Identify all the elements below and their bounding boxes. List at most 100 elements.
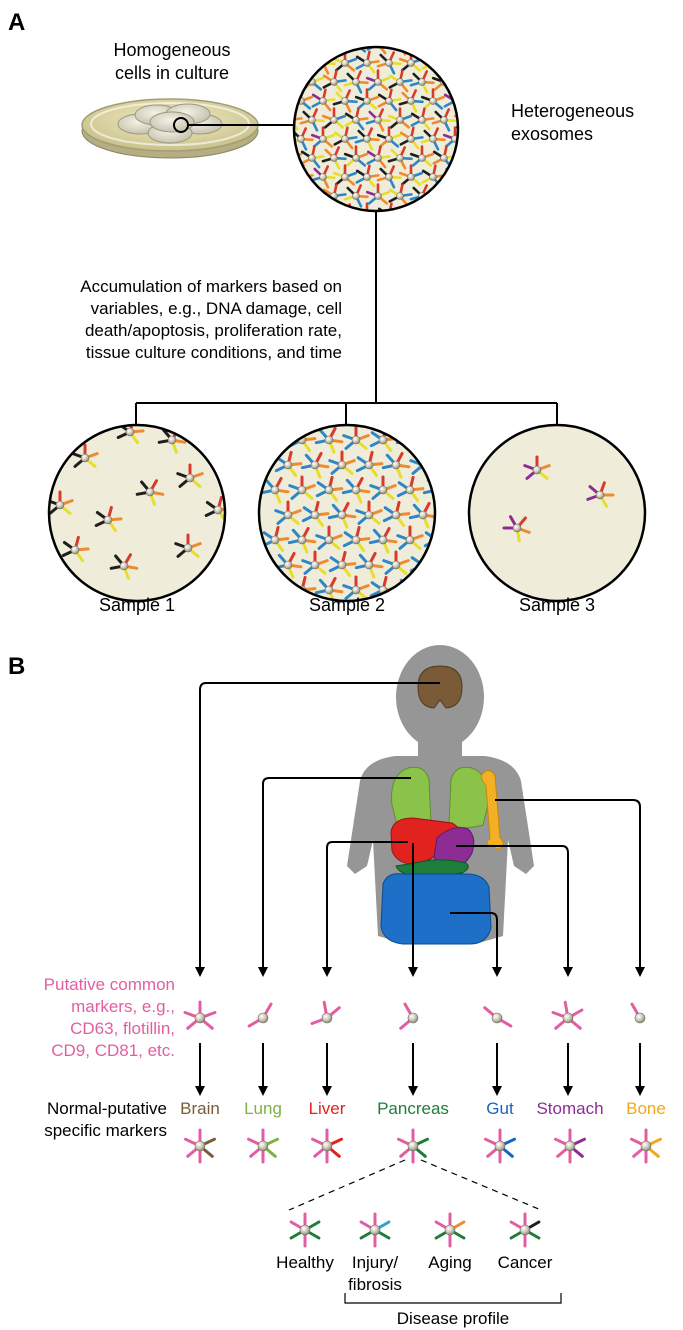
exosome-icon [423, 584, 435, 600]
exosome-icon [420, 127, 446, 151]
exosome-icon [294, 50, 314, 74]
exosome-icon [382, 550, 410, 575]
exosome-icon [294, 70, 303, 94]
pancreas-profile-fan [288, 1159, 542, 1211]
exosome-icon [354, 552, 384, 579]
accumulation-text-line3: death/apoptosis, proliferation rate, [85, 321, 342, 340]
common-markers-line2: markers, e.g., [71, 997, 175, 1016]
organ-specific-exosome-icon [311, 1128, 343, 1164]
exosome-icon [355, 450, 384, 477]
exosome-icon [261, 575, 289, 600]
exosome-icon [327, 502, 357, 529]
exosome-icon [586, 481, 615, 508]
exosome-icon [94, 505, 123, 533]
exosome-icon [466, 91, 489, 112]
exosome-icon [299, 108, 325, 132]
exosome-icon [287, 527, 317, 554]
exosome-icon [174, 533, 202, 558]
exosome-icon [365, 183, 391, 205]
exosome-icon [388, 183, 413, 207]
exosome-icon [396, 525, 424, 550]
exosome-icon [261, 525, 290, 552]
exosome-icon [355, 164, 380, 188]
exosome-icon [333, 126, 358, 150]
exosome-icon [273, 552, 303, 579]
organ-specific-exosome-icon [484, 1128, 516, 1164]
exosome-icon [410, 107, 435, 131]
exosome-icon [409, 145, 435, 167]
exosome-icon [354, 202, 380, 211]
stomach-connector [456, 845, 573, 977]
common-markers-line1: Putative common [44, 975, 175, 994]
exosome-icon [294, 202, 314, 211]
exosome-icon [355, 50, 380, 74]
exosome-icon [382, 500, 411, 527]
exosome-icon [453, 47, 458, 49]
exosome-icon [420, 88, 446, 110]
common-marker-exosome-icon [551, 1000, 584, 1030]
specific-markers-line2: specific markers [44, 1121, 167, 1140]
pancreas-profile-exosomes [289, 1212, 541, 1248]
exosome-icon [274, 500, 302, 525]
brain-organ [417, 665, 463, 709]
exosome-icon [432, 47, 453, 55]
exosome-icon [365, 69, 391, 91]
exosome-icon [343, 145, 369, 167]
exosome-icon [310, 165, 336, 189]
sample-3-circle [467, 423, 647, 603]
common-marker-exosome-icon [183, 1000, 217, 1030]
exosome-icon [398, 164, 424, 186]
exosome-icon [176, 463, 204, 488]
organ-specific-exosome-icon [247, 1128, 279, 1164]
exosome-icon [343, 70, 369, 94]
exosome-icon [431, 183, 457, 205]
exosome-icon [61, 535, 90, 563]
exosome-icon [300, 47, 321, 55]
pancreas-profile-exosome-icon [289, 1212, 321, 1248]
exosomes-label-line2: exosomes [511, 124, 593, 144]
pancreas-profile-exosome-icon [509, 1212, 541, 1248]
common-marker-exosome-icon [247, 1002, 273, 1028]
disease-profile-bracket [344, 1293, 562, 1304]
exosomes-label-line1: Heterogeneous [511, 101, 634, 121]
exosome-icon [310, 126, 336, 148]
exosome-icon [420, 202, 446, 211]
exosome-icon [387, 146, 413, 170]
exosome-icon [300, 145, 325, 169]
profile-label-healthy: Healthy [276, 1253, 334, 1272]
exosome-icon [438, 452, 463, 475]
exosome-icon [321, 107, 347, 129]
exosome-icon [376, 165, 402, 189]
exosome-icon [387, 107, 413, 129]
profile-labels: Healthy Injury/ fibrosis Aging Cancer [276, 1253, 553, 1294]
profile-label-cancer: Cancer [498, 1253, 553, 1272]
heterogeneous-exosomes-circle [292, 45, 489, 213]
exosome-icon [376, 51, 402, 75]
sample-1-circle [47, 423, 227, 603]
specific-marker-arrows [195, 1043, 645, 1096]
accumulation-text-line2: variables, e.g., DNA damage, cell [91, 299, 342, 318]
exosome-icon [466, 52, 488, 71]
exosome-icon [342, 575, 370, 600]
exosome-icon [354, 127, 380, 151]
sample-3-label: Sample 3 [519, 595, 595, 615]
accumulation-text-line1: Accumulation of markers based on [80, 277, 342, 296]
exosome-icon [466, 166, 488, 185]
exosome-icon [355, 500, 383, 525]
gut-organ [380, 873, 492, 945]
exosome-icon [368, 527, 398, 554]
common-markers-line4: CD9, CD81, etc. [51, 1041, 175, 1060]
exosome-icon [453, 148, 458, 163]
exosome-icon [341, 477, 371, 504]
organ-label-liver: Liver [309, 1099, 346, 1118]
common-marker-exosome-icon [630, 1002, 646, 1024]
exosome-icon [365, 108, 391, 132]
exosome-icon [442, 51, 458, 75]
brain-connector [195, 682, 440, 977]
exosome-icon [409, 70, 435, 94]
organ-label-stomach: Stomach [536, 1099, 603, 1118]
exosome-icon [294, 47, 301, 53]
exosome-icon [523, 455, 551, 480]
exosome-icon [71, 443, 99, 468]
